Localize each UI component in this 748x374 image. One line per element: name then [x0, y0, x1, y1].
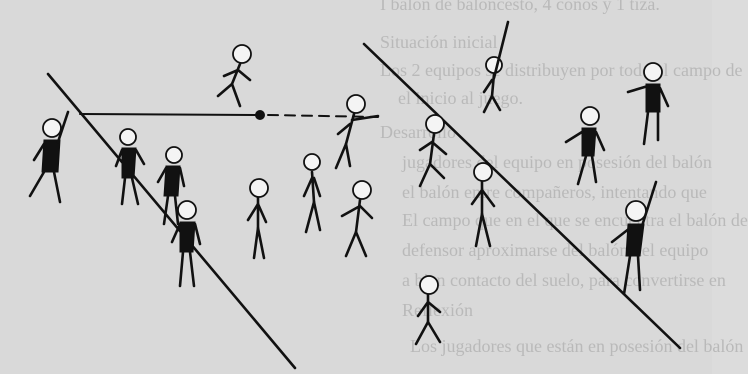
ball-icon [255, 110, 265, 120]
bg-line-10: a bien contacto del suelo, para converti… [402, 270, 726, 290]
player-right-mid [564, 106, 606, 186]
player-upper-runner [216, 44, 252, 108]
player-left-jumping [28, 110, 70, 204]
player-center-runner [418, 114, 448, 188]
player-right-catcher [610, 180, 658, 296]
right-court-line [362, 42, 682, 350]
bg-line-2: Situación inicial [380, 32, 498, 52]
player-center-left [246, 178, 269, 260]
bg-line-8: El campo que en el que se encuentra el b… [402, 210, 748, 230]
left-court-line [46, 72, 297, 370]
player-right-middle [470, 162, 496, 248]
player-lower-runner [414, 275, 442, 346]
pass-line [79, 113, 256, 116]
pass-dashed-line [267, 114, 379, 118]
player-right-arm-up [626, 62, 670, 146]
player-thrower [334, 94, 380, 170]
illustration-page: I balón de baloncesto, 4 conos y 1 tiza.… [28, 0, 748, 370]
bg-line-12: Los jugadores que están en posesión del … [410, 336, 744, 356]
court-illustration [28, 20, 682, 370]
player-near-line-3 [170, 200, 202, 288]
player-center-catcher [340, 180, 374, 258]
player-near-line-1 [114, 128, 146, 206]
player-center-standing [302, 153, 322, 234]
player-right-top-jumping [482, 20, 510, 114]
player-near-line-2 [156, 146, 186, 226]
bg-line-1: I balón de baloncesto, 4 conos y 1 tiza. [380, 0, 660, 14]
